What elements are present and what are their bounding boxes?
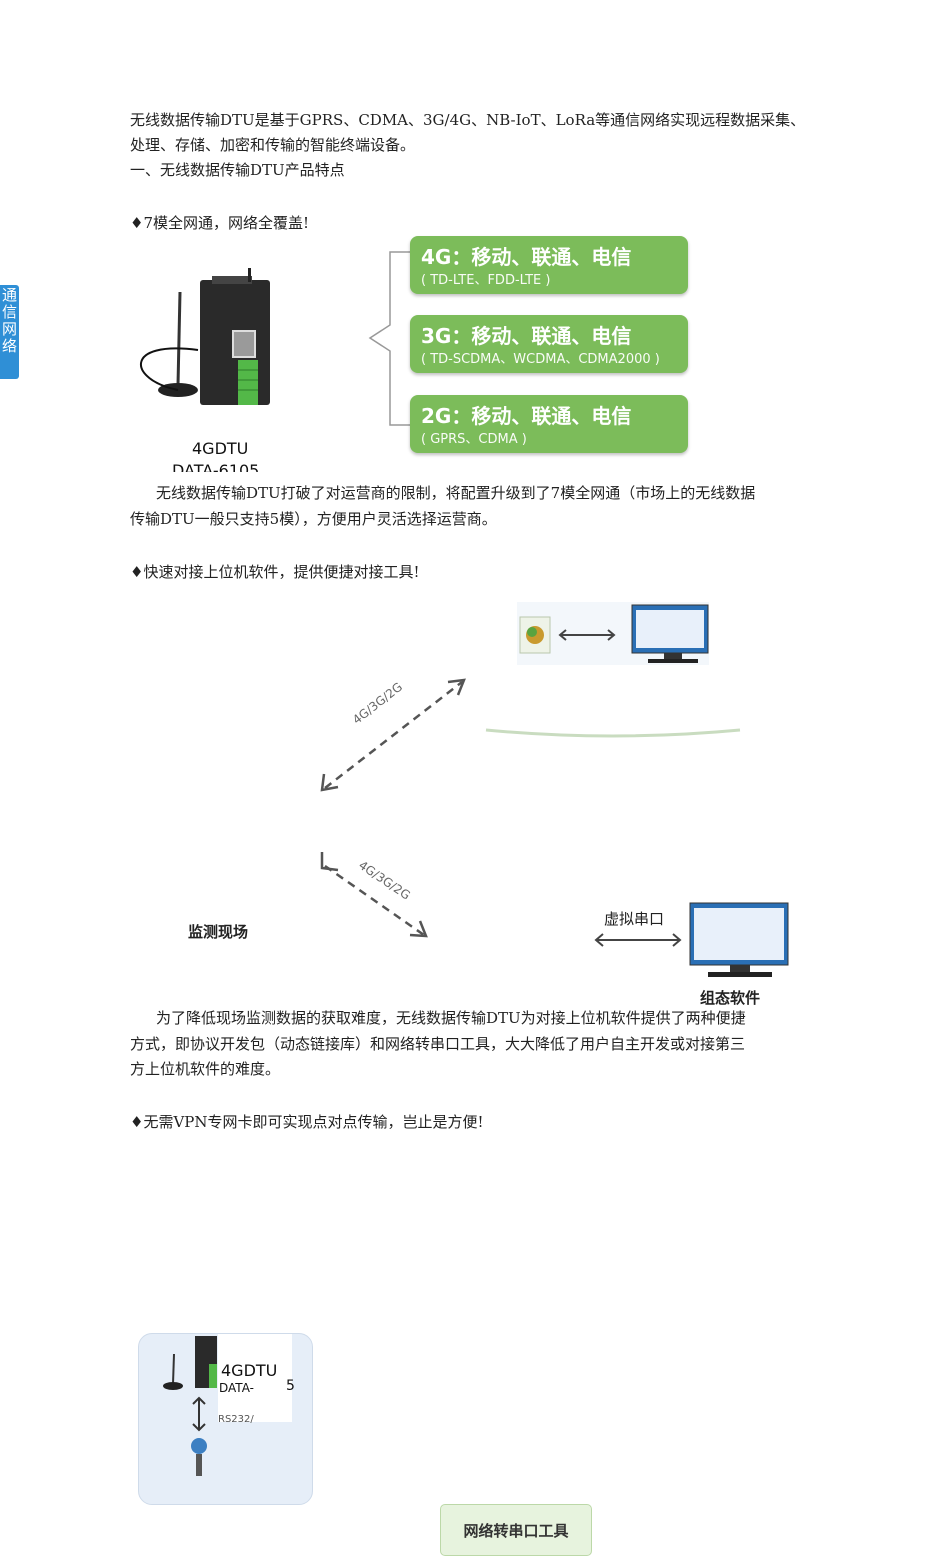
software-label: 组态软件: [700, 989, 761, 1007]
section-title: 一、无线数据传输DTU产品特点: [130, 161, 345, 179]
intro-line-2: 处理、存储、加密和传输的智能终端设备。: [130, 136, 416, 154]
network-box-4g-title: 4G：移动、联通、电信: [421, 245, 632, 269]
device-model-label: 4GDTU: [192, 439, 249, 458]
feature1-title: ♦7模全网通，网络全覆盖!: [130, 214, 310, 232]
site-device-name-tail: 5: [286, 1378, 295, 1394]
rs-label: RS232/: [218, 1414, 254, 1425]
feature2-body-line-3: 方上位机软件的难度。: [130, 1060, 281, 1078]
feature1-body-line-1: 无线数据传输DTU打破了对运营商的限制，将配置升级到了7模全网通（市场上的无线数…: [156, 484, 756, 502]
feature3-title: ♦无需VPN专网卡即可实现点对点传输，岂止是方便!: [130, 1113, 484, 1131]
intro-line-1: 无线数据传输DTU是基于GPRS、CDMA、3G/4G、NB-IoT、LoRa等…: [130, 111, 806, 129]
monitoring-site-box: 4GDTU DATA- 5 RS232/: [138, 1333, 313, 1505]
network-box-2g: 2G：移动、联通、电信 ( GPRS、CDMA ): [410, 395, 688, 453]
network-box-3g-title: 3G：移动、联通、电信: [421, 324, 632, 348]
serial-tool-box: 网络转串口工具: [440, 1504, 592, 1556]
side-tab[interactable]: 通信网络: [0, 285, 19, 379]
figure-topology: 4GDTU DATA- 5 RS232/ 监测现场 4G/3G/2G 4G/3G…: [0, 590, 950, 1556]
network-box-4g-sub: ( TD-LTE、FDD-LTE ): [421, 273, 551, 288]
network-box-3g: 3G：移动、联通、电信 ( TD-SCDMA、WCDMA、CDMA2000 ): [410, 315, 688, 373]
topology-graphics: [320, 602, 789, 977]
feature2-title: ♦快速对接上位机软件，提供便捷对接工具!: [130, 563, 420, 581]
feature2-body-line-2: 方式，即协议开发包（动态链接库）和网络转串口工具，大大降低了用户自主开发或对接第…: [130, 1035, 746, 1053]
site-device-name: DATA-: [219, 1381, 254, 1395]
virtual-port-label: 虚拟串口: [604, 910, 665, 928]
feature1-body-line-2: 传输DTU一般只支持5模），方便用户灵活选择运营商。: [130, 510, 497, 528]
feature2-body-line-1: 为了降低现场监测数据的获取难度，无线数据传输DTU为对接上位机软件提供了两种便捷: [156, 1009, 746, 1027]
network-box-3g-sub: ( TD-SCDMA、WCDMA、CDMA2000 ): [421, 352, 660, 367]
device-name-label: DATA-6105: [172, 461, 260, 472]
network-box-2g-title: 2G：移动、联通、电信: [421, 404, 632, 428]
site-label: 监测现场: [188, 923, 249, 941]
serial-tool-label: 网络转串口工具: [463, 1521, 569, 1540]
figure-network-modes: 4GDTU DATA-6105: [128, 240, 708, 472]
side-tab-label: 通信网络: [0, 287, 18, 355]
site-device-model: 4GDTU: [221, 1361, 278, 1380]
dtu-device-illustration: [139, 251, 413, 426]
network-box-2g-sub: ( GPRS、CDMA ): [421, 432, 527, 447]
network-box-4g: 4G：移动、联通、电信 ( TD-LTE、FDD-LTE ): [410, 236, 688, 294]
